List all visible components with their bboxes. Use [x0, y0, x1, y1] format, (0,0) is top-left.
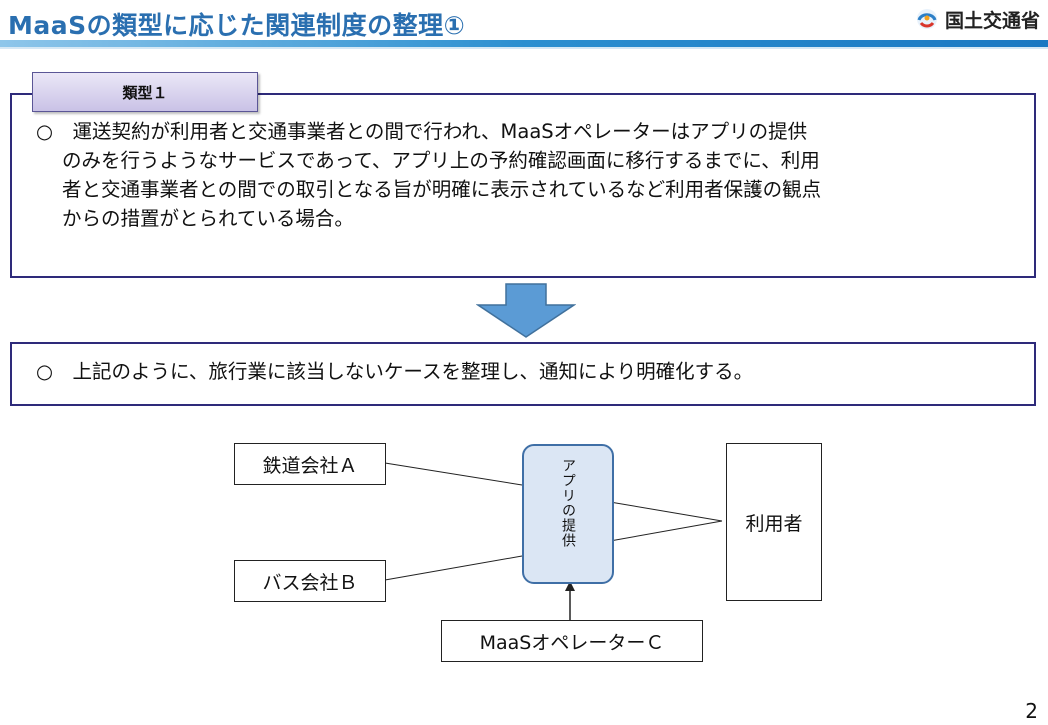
maas-operator-node: MaaSオペレーターＣ [441, 620, 703, 662]
ministry-logo: 国土交通省 [915, 2, 1040, 36]
connector-railway-app [384, 462, 523, 486]
conclusion-box [10, 342, 1036, 406]
type-description: ○ 運送契約が利用者と交通事業者との間で行われ、MaaSオペレーターはアプリの提… [36, 117, 1016, 233]
description-line: 者と交通事業者との間での取引となる旨が明確に表示されているなど利用者保護の観点 [62, 178, 822, 201]
header-bar [0, 40, 1048, 47]
ministry-name: 国土交通省 [944, 9, 1040, 32]
bus-company-node: バス会社Ｂ [234, 560, 386, 602]
app-provision-node: アプリの提供 [522, 444, 614, 584]
mlit-logo-icon [916, 9, 937, 29]
description-line: ○ 運送契約が利用者と交通事業者との間で行われ、MaaSオペレーターはアプリの提… [36, 120, 808, 143]
app-provision-label: アプリの提供 [560, 458, 576, 548]
description-line: のみを行うようなサービスであって、アプリ上の予約確認画面に移行するまでに、利用 [62, 149, 820, 172]
description-line: からの措置がとられている場合。 [62, 207, 354, 230]
connector-bus-app [384, 555, 523, 581]
type-description-box [10, 93, 1036, 278]
connector-app-user-upper [609, 501, 723, 522]
type-tab-label: 類型１ [32, 72, 258, 112]
conclusion-text: ○ 上記のように、旅行業に該当しないケースを整理し、通知により明確化する。 [36, 360, 754, 383]
down-arrow-icon [476, 283, 576, 338]
user-node: 利用者 [726, 443, 822, 601]
connector-app-user-lower [609, 520, 723, 542]
header-underline [0, 47, 1048, 49]
connector-arrowhead [565, 581, 575, 591]
railway-company-node: 鉄道会社Ａ [234, 443, 386, 485]
page-title: MaaSの類型に応じた関連制度の整理① [8, 11, 466, 40]
page-number: 2 [1025, 699, 1038, 723]
